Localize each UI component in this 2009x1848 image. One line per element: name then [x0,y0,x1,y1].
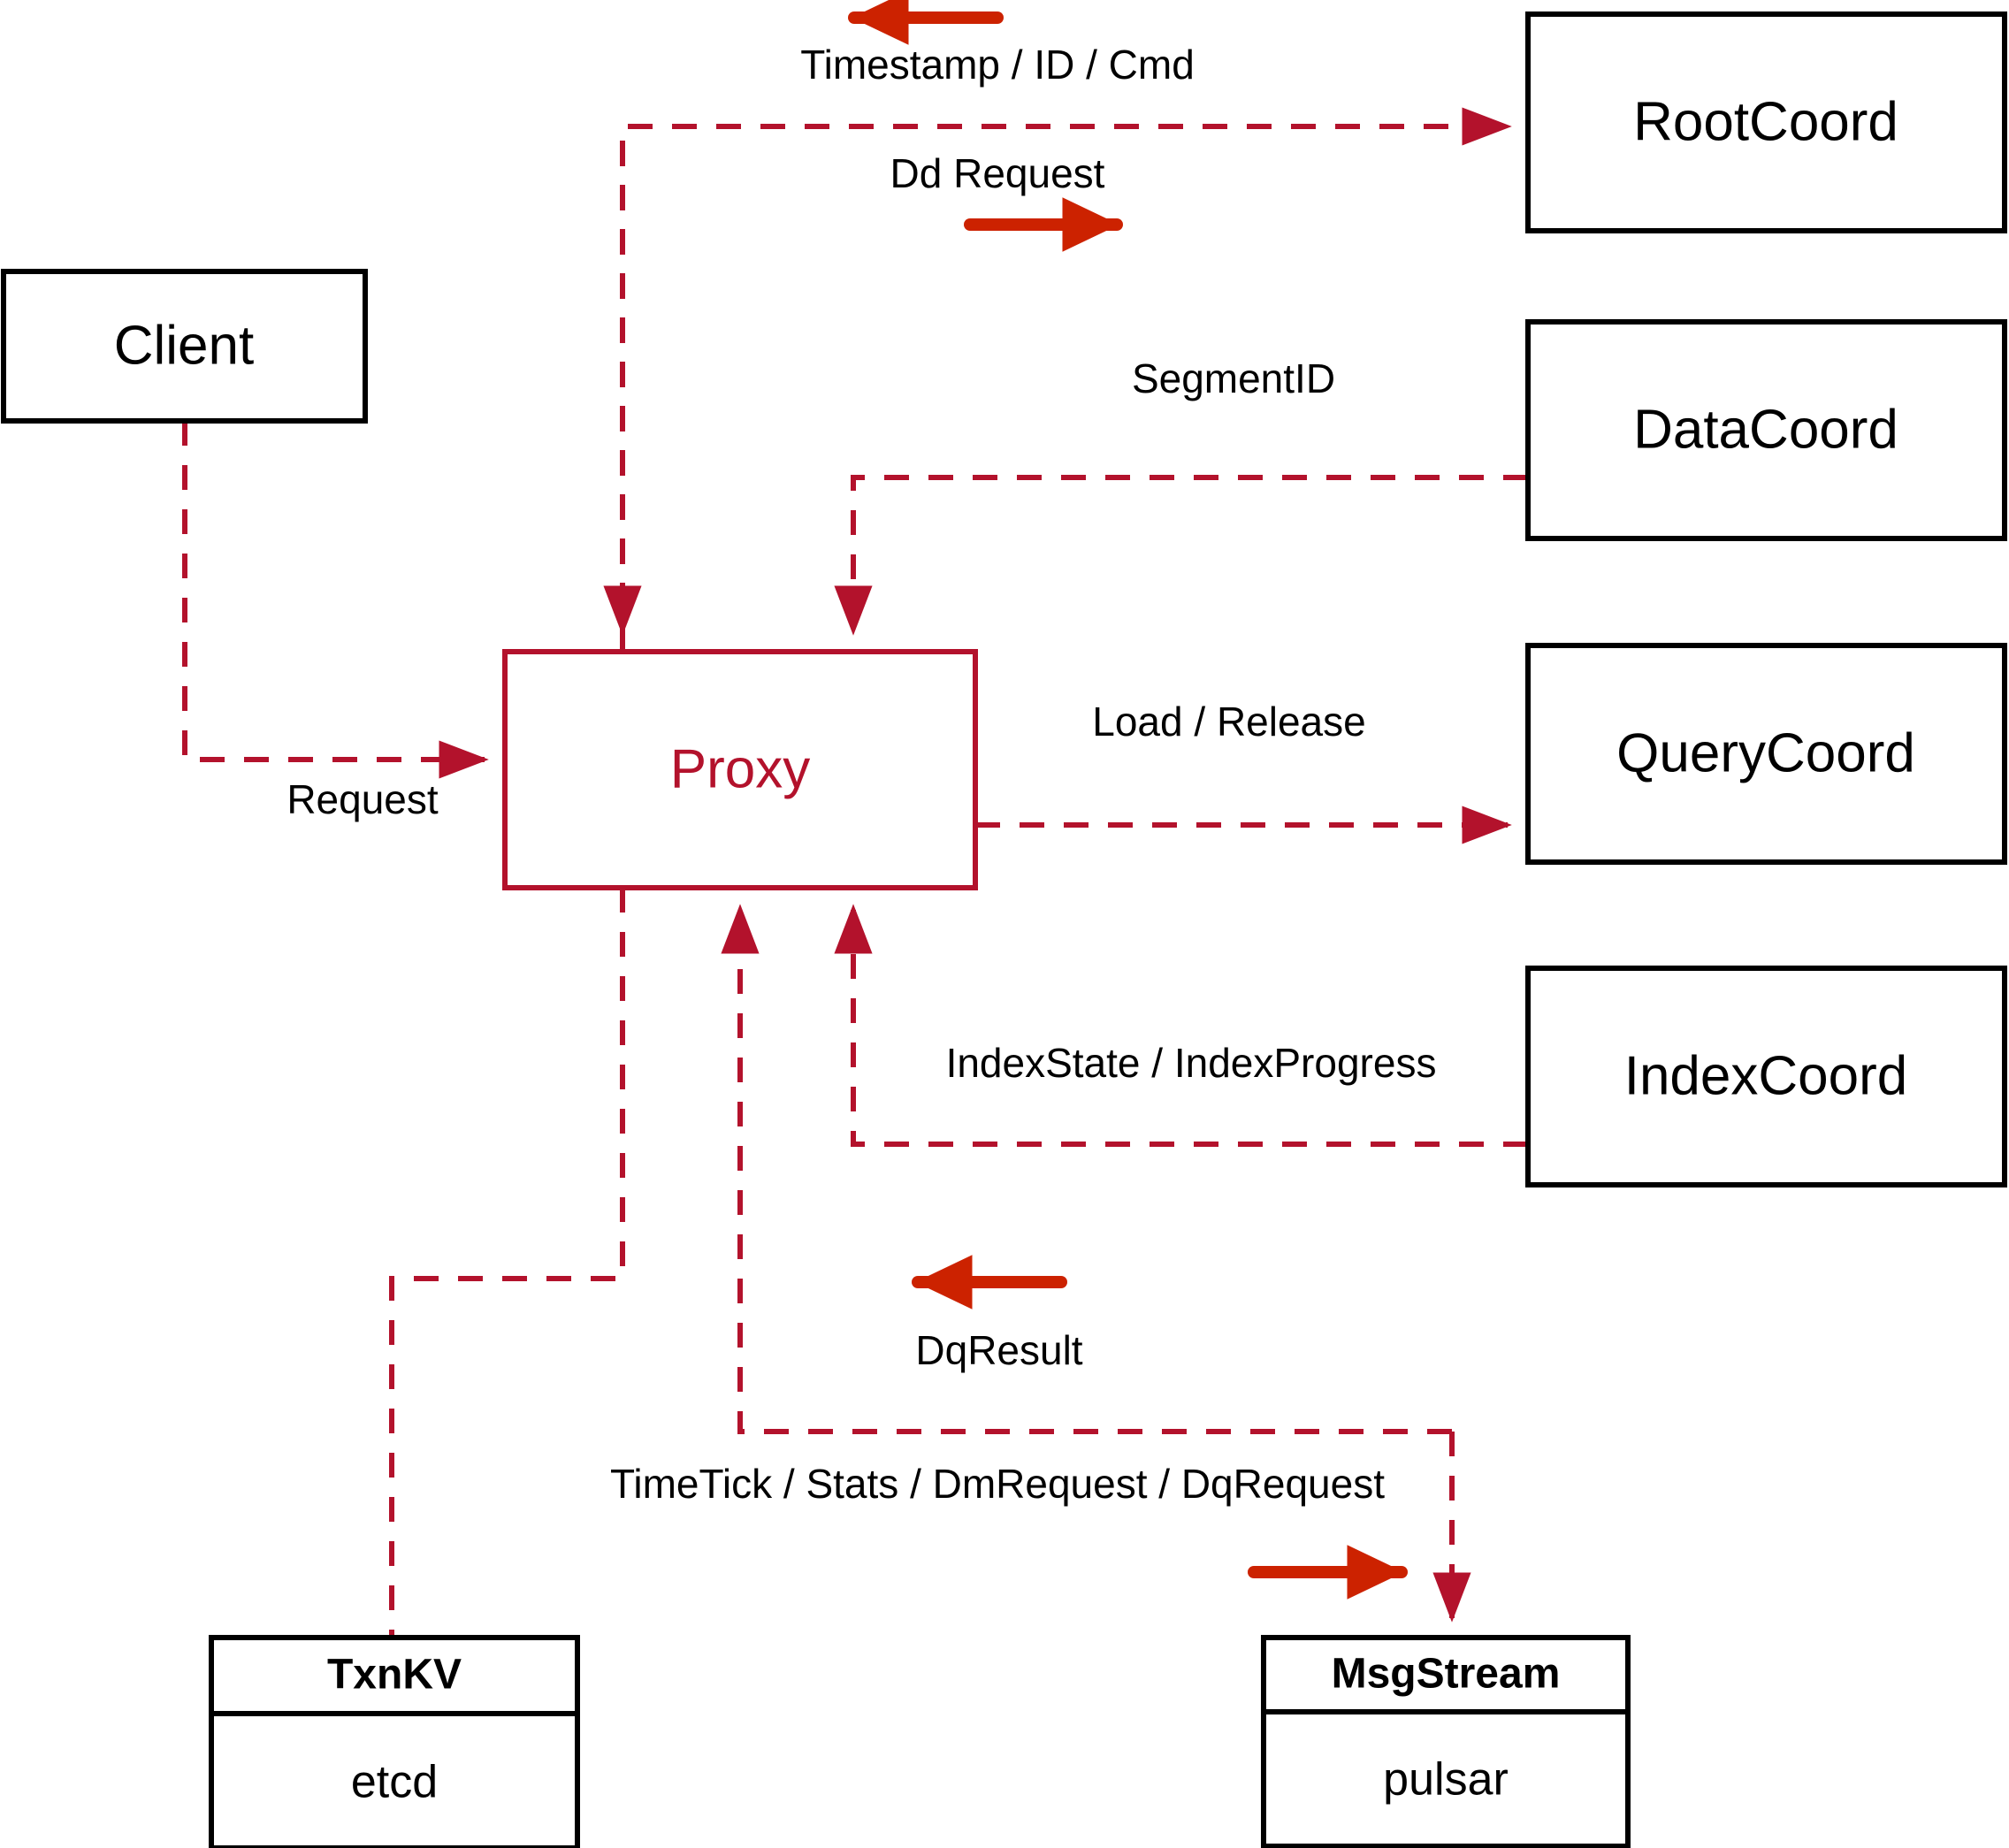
node-datacoord[interactable]: DataCoord [1525,319,2007,541]
node-rootcoord-label: RootCoord [1633,91,1898,152]
node-client[interactable]: Client [1,269,368,424]
edge-label-index-state: IndexState / IndexProgress [946,1040,1437,1086]
node-txnkv-detail: etcd [351,1757,438,1808]
edge-msgstream-to-proxy [721,904,1452,1434]
edge-client-to-proxy [182,421,489,779]
node-txnkv[interactable]: TxnKV etcd [209,1635,580,1848]
node-proxy-label: Proxy [670,738,810,799]
node-querycoord-label: QueryCoord [1616,722,1915,783]
node-msgstream[interactable]: MsgStream pulsar [1261,1635,1631,1848]
edge-label-dq-result: DqResult [915,1327,1082,1373]
node-querycoord[interactable]: QueryCoord [1525,643,2007,865]
edge-label-segment-id: SegmentID [1132,355,1335,401]
edge-label-dd-request: Dd Request [890,150,1105,196]
edge-datacoord-to-proxy [834,475,1528,636]
edge-label-request: Request [286,776,439,822]
edge-indexcoord-to-proxy [834,904,1528,1147]
node-datacoord-label: DataCoord [1633,399,1898,460]
edge-label-load-release: Load / Release [1092,699,1365,745]
node-txnkv-title: TxnKV [327,1652,462,1699]
node-rootcoord[interactable]: RootCoord [1525,11,2007,233]
edge-label-timestamp-id-cmd: Timestamp / ID / Cmd [800,42,1195,88]
node-indexcoord-label: IndexCoord [1624,1045,1908,1106]
edge-proxy-to-rootcoord [603,107,1512,652]
node-client-label: Client [114,315,255,376]
node-indexcoord[interactable]: IndexCoord [1525,966,2007,1187]
edge-proxy-to-txnkv [389,888,625,1638]
node-proxy[interactable]: Proxy [502,649,978,890]
node-msgstream-title: MsgStream [1332,1651,1561,1698]
edge-label-timetick-stats: TimeTick / Stats / DmRequest / DqRequest [610,1461,1385,1507]
node-msgstream-detail: pulsar [1383,1754,1509,1806]
